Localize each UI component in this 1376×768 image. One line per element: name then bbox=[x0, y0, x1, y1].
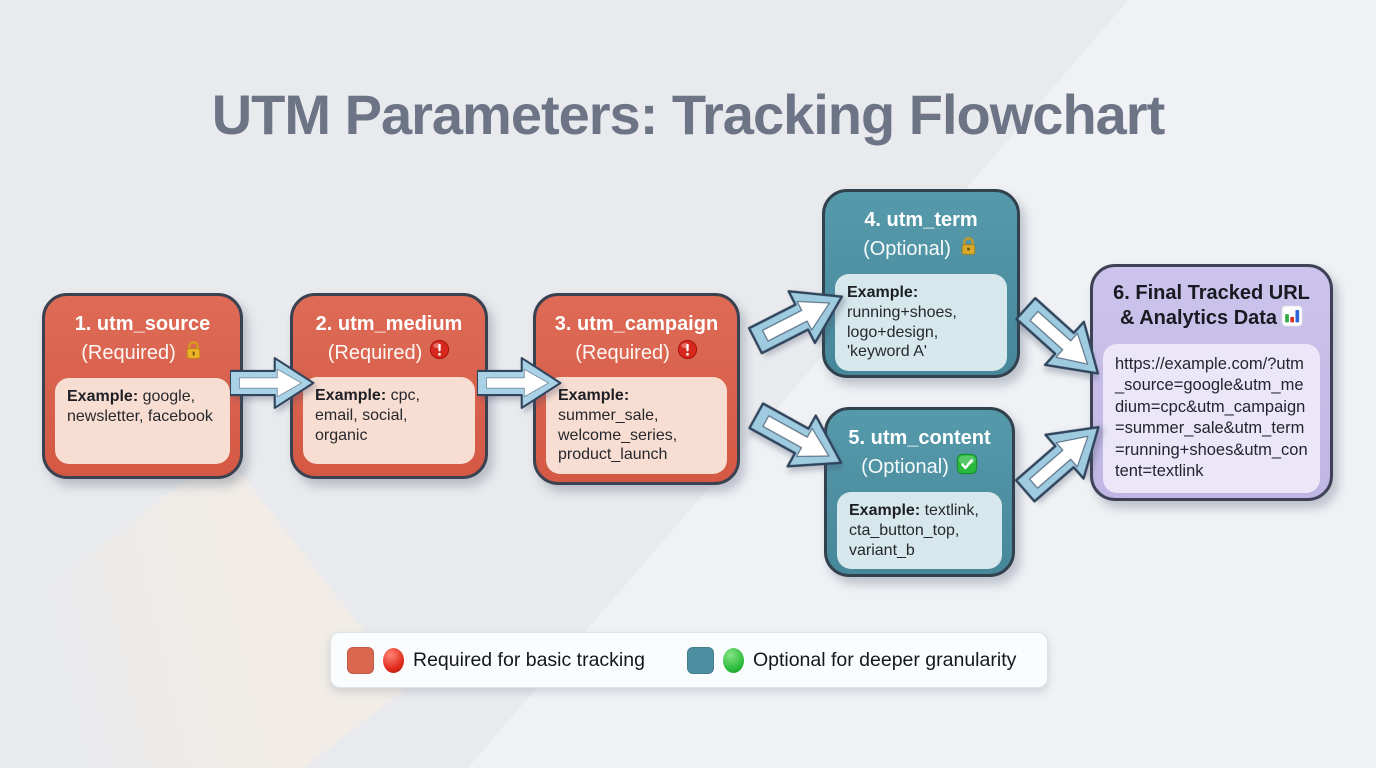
flow-arrow-source-to-medium bbox=[230, 357, 315, 409]
final-url-text: https://example.com/?utm_source=google&u… bbox=[1115, 355, 1308, 481]
node-utm-content: 5. utm_content (Optional) Example: textl… bbox=[824, 407, 1015, 577]
flow-arrow-term-to-final bbox=[1015, 296, 1100, 375]
step-title: 4. utm_term bbox=[864, 209, 978, 231]
example-box: Example: summer_sale, welcome_series, pr… bbox=[546, 377, 727, 475]
example-label: Example: bbox=[847, 284, 919, 301]
exclamation-icon bbox=[677, 339, 698, 366]
red-circle-icon bbox=[383, 647, 404, 673]
step-title: 1. utm_source bbox=[74, 313, 211, 335]
bar-chart-icon bbox=[1281, 305, 1303, 333]
exclamation-icon bbox=[429, 339, 450, 366]
node-utm-medium: 2. utm_medium (Required) Example: cpc, e… bbox=[290, 293, 488, 479]
example-box: Example: textlink, cta_button_top, varia… bbox=[837, 492, 1002, 570]
step-status: (Optional) bbox=[835, 235, 1007, 263]
flow-arrow-campaign-to-content bbox=[748, 402, 843, 468]
final-title-line2: & Analytics Data bbox=[1119, 307, 1278, 329]
step-title: 3. utm_campaign bbox=[554, 313, 719, 335]
legend: Required for basic tracking Optional for… bbox=[330, 632, 1048, 688]
final-url-box: https://example.com/?utm_source=google&u… bbox=[1103, 344, 1320, 493]
node-utm-campaign: 3. utm_campaign (Required) Example: summ… bbox=[533, 293, 740, 485]
legend-item-required: Required for basic tracking bbox=[347, 646, 645, 674]
node-utm-term: 4. utm_term (Optional) Example: running+… bbox=[822, 189, 1020, 378]
step-title: 2. utm_medium bbox=[315, 313, 463, 335]
example-box: Example: google, newsletter, facebook bbox=[55, 378, 230, 464]
legend-swatch-required bbox=[347, 646, 374, 674]
status-label: (Required) bbox=[575, 341, 670, 364]
final-title-line1: 6. Final Tracked URL bbox=[1113, 282, 1310, 304]
legend-label-optional: Optional for deeper granularity bbox=[752, 648, 1017, 671]
lock-icon bbox=[958, 235, 979, 263]
legend-label-required: Required for basic tracking bbox=[413, 648, 645, 671]
status-label: (Required) bbox=[81, 342, 176, 364]
step-status: (Required) bbox=[303, 339, 475, 366]
example-label: Example: bbox=[315, 387, 387, 404]
example-text: textlink, cta_button_top, variant_b bbox=[849, 502, 979, 559]
flow-arrow-medium-to-campaign bbox=[477, 357, 562, 409]
example-text: cpc, email, social, organic bbox=[315, 387, 420, 444]
status-label: (Optional) bbox=[863, 238, 951, 260]
example-label: Example: bbox=[558, 387, 630, 404]
legend-swatch-optional bbox=[686, 646, 714, 674]
lock-icon bbox=[183, 339, 204, 367]
check-icon bbox=[956, 453, 978, 481]
example-box: Example: running+shoes, logo+design, 'ke… bbox=[835, 274, 1007, 372]
example-label: Example: bbox=[67, 388, 139, 405]
flow-arrow-campaign-to-term bbox=[747, 290, 844, 355]
flow-arrow-content-to-final bbox=[1014, 425, 1100, 503]
example-text: summer_sale, welcome_series, product_lau… bbox=[558, 406, 678, 464]
example-text: google, newsletter, facebook bbox=[67, 388, 213, 425]
green-circle-icon bbox=[722, 647, 744, 673]
example-text: running+shoes, logo+design, 'keyword A' bbox=[847, 303, 957, 361]
step-title: 5. utm_content bbox=[848, 427, 991, 449]
final-title: 6. Final Tracked URL & Analytics Data bbox=[1103, 281, 1320, 333]
node-final-url: 6. Final Tracked URL & Analytics Data ht… bbox=[1090, 264, 1333, 501]
example-label: Example: bbox=[849, 502, 921, 519]
step-status: (Required) bbox=[546, 339, 727, 366]
example-box: Example: cpc, email, social, organic bbox=[303, 377, 475, 464]
step-status: (Optional) bbox=[837, 453, 1002, 481]
step-status: (Required) bbox=[55, 339, 230, 367]
page-title: UTM Parameters: Tracking Flowchart bbox=[211, 83, 1166, 146]
node-utm-source: 1. utm_source (Required) Example: google… bbox=[42, 293, 243, 479]
status-label: (Required) bbox=[327, 341, 423, 364]
legend-item-optional: Optional for deeper granularity bbox=[686, 646, 1017, 674]
status-label: (Optional) bbox=[861, 456, 949, 478]
background-streak bbox=[0, 450, 408, 768]
